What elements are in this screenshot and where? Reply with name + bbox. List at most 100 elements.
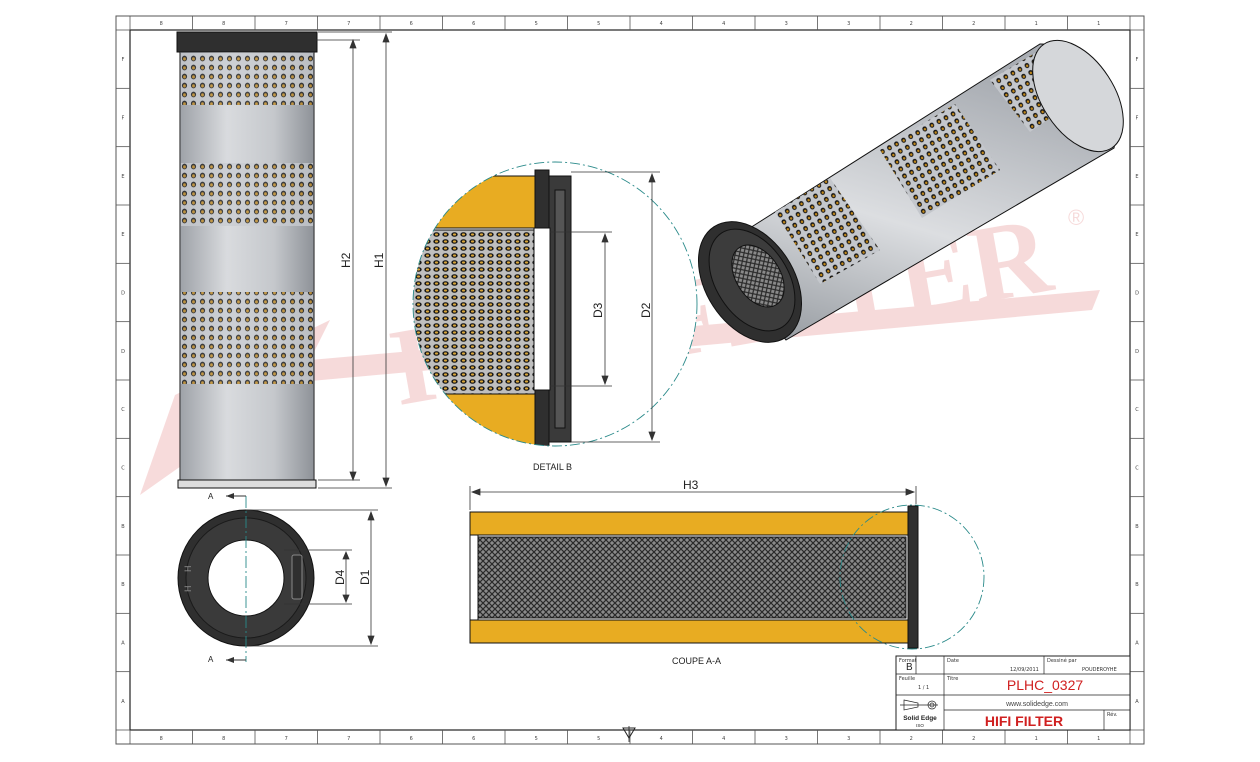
center-orientation-mark-icon [622, 726, 636, 742]
svg-text:H: H [183, 586, 193, 593]
format-label: Format [899, 658, 917, 664]
date-label: Date [947, 658, 959, 664]
bottom-end-cap [177, 479, 317, 489]
border-letter-left: B [121, 582, 125, 588]
border-number-top: 8 [222, 21, 225, 27]
title-block: Format B Date 12/09/2011 Dessiné par POU… [895, 655, 1131, 731]
border-number-top: 1 [1097, 21, 1100, 27]
border-number-bottom: 8 [222, 736, 225, 742]
border-letter-right: E [1135, 232, 1138, 238]
border-number-bottom: 4 [722, 736, 725, 742]
detail-dimensions [550, 171, 660, 443]
border-number-bottom: 2 [910, 736, 913, 742]
dimension-d4: D4 [333, 569, 347, 585]
section-media-top [469, 511, 911, 536]
border-number-top: 5 [597, 21, 600, 27]
border-letter-left: A [121, 699, 125, 705]
part-number: PLHC_0327 [1007, 677, 1083, 693]
border-letter-left: E [121, 174, 124, 180]
border-number-top: 1 [1035, 21, 1038, 27]
front-view-cylinder [176, 31, 318, 489]
border-letter-right: C [1135, 407, 1139, 413]
detail-perforated-tube [413, 229, 536, 395]
border-number-top: 3 [847, 21, 850, 27]
border-number-top: 8 [160, 21, 163, 27]
border-letter-right: A [1135, 641, 1139, 647]
iso-inner-mesh [731, 244, 785, 308]
border-letter-right: B [1135, 582, 1139, 588]
detail-b-label: DETAIL B [533, 462, 572, 472]
border-zone-ticks [116, 16, 1144, 744]
border-number-bottom: 5 [597, 736, 600, 742]
border-number-top: 6 [410, 21, 413, 27]
border-number-bottom: 3 [847, 736, 850, 742]
border-letter-right: E [1135, 174, 1138, 180]
border-number-bottom: 5 [535, 736, 538, 742]
border-letter-left: A [121, 641, 125, 647]
top-end-cap [176, 31, 318, 53]
border-number-top: 6 [472, 21, 475, 27]
company-name: HIFI FILTER [985, 713, 1063, 729]
detail-filter-media-top [413, 175, 541, 229]
drawn-by-value: POUDEROYHE [1082, 667, 1117, 673]
border-number-bottom: 6 [472, 736, 475, 742]
height-dimensions [316, 31, 392, 489]
sheet-value: 1 / 1 [918, 685, 929, 691]
section-line-a [226, 493, 247, 663]
sheet-label: Feuille [899, 676, 915, 682]
diameter-dimensions [246, 509, 378, 647]
border-number-bottom: 2 [972, 736, 975, 742]
border-letter-right: F [1136, 116, 1139, 122]
border-number-top: 7 [347, 21, 350, 27]
section-end-cap [907, 505, 919, 649]
length-dimension [469, 486, 917, 510]
section-a-a-label: COUPE A-A [672, 656, 721, 666]
border-letter-right: C [1135, 466, 1139, 472]
border-number-bottom: 1 [1097, 736, 1100, 742]
border-letter-right: D [1135, 349, 1139, 355]
isometric-view [697, 39, 1124, 343]
border-number-bottom: 8 [160, 736, 163, 742]
section-a-a-view [469, 504, 985, 650]
border-number-bottom: 4 [660, 736, 663, 742]
format-value: B [906, 662, 913, 673]
border-letter-left: D [121, 349, 125, 355]
border-number-top: 4 [722, 21, 725, 27]
detail-b-view [412, 161, 698, 447]
cad-standard: ISO [916, 723, 924, 728]
border-number-bottom: 7 [347, 736, 350, 742]
date-value: 12/09/2011 [1010, 667, 1039, 673]
svg-text:H: H [183, 566, 193, 573]
dimension-h1: H1 [372, 252, 386, 268]
detail-boundary-circle [412, 161, 698, 447]
border-letter-right: B [1135, 524, 1139, 530]
border-letter-left: F [122, 57, 125, 63]
border-letter-right: D [1135, 291, 1139, 297]
border-number-top: 2 [910, 21, 913, 27]
dimension-d3: D3 [591, 302, 605, 318]
cad-name: Solid Edge [903, 715, 937, 722]
dimension-d1: D1 [358, 569, 372, 585]
border-number-bottom: 7 [285, 736, 288, 742]
watermark-registered: ® [1068, 205, 1084, 230]
iso-perforated-band-1 [880, 104, 1000, 218]
border-letter-left: C [121, 407, 125, 413]
border-letter-left: C [121, 466, 125, 472]
title-label: Titre [946, 676, 958, 682]
border-letter-left: E [121, 232, 124, 238]
border-letter-right: F [1136, 57, 1139, 63]
border-number-bottom: 3 [785, 736, 788, 742]
iso-far-end [1032, 39, 1124, 153]
border-number-top: 2 [972, 21, 975, 27]
iso-perforated-band-3 [775, 178, 880, 284]
border-letter-left: D [121, 291, 125, 297]
dimension-h2: H2 [339, 252, 353, 268]
border-number-bottom: 1 [1035, 736, 1038, 742]
end-cap-slot [291, 554, 303, 600]
border-number-top: 4 [660, 21, 663, 27]
border-number-top: 5 [535, 21, 538, 27]
border-number-top: 7 [285, 21, 288, 27]
border-letter-left: F [122, 116, 125, 122]
projection-symbol-icon [900, 699, 938, 711]
